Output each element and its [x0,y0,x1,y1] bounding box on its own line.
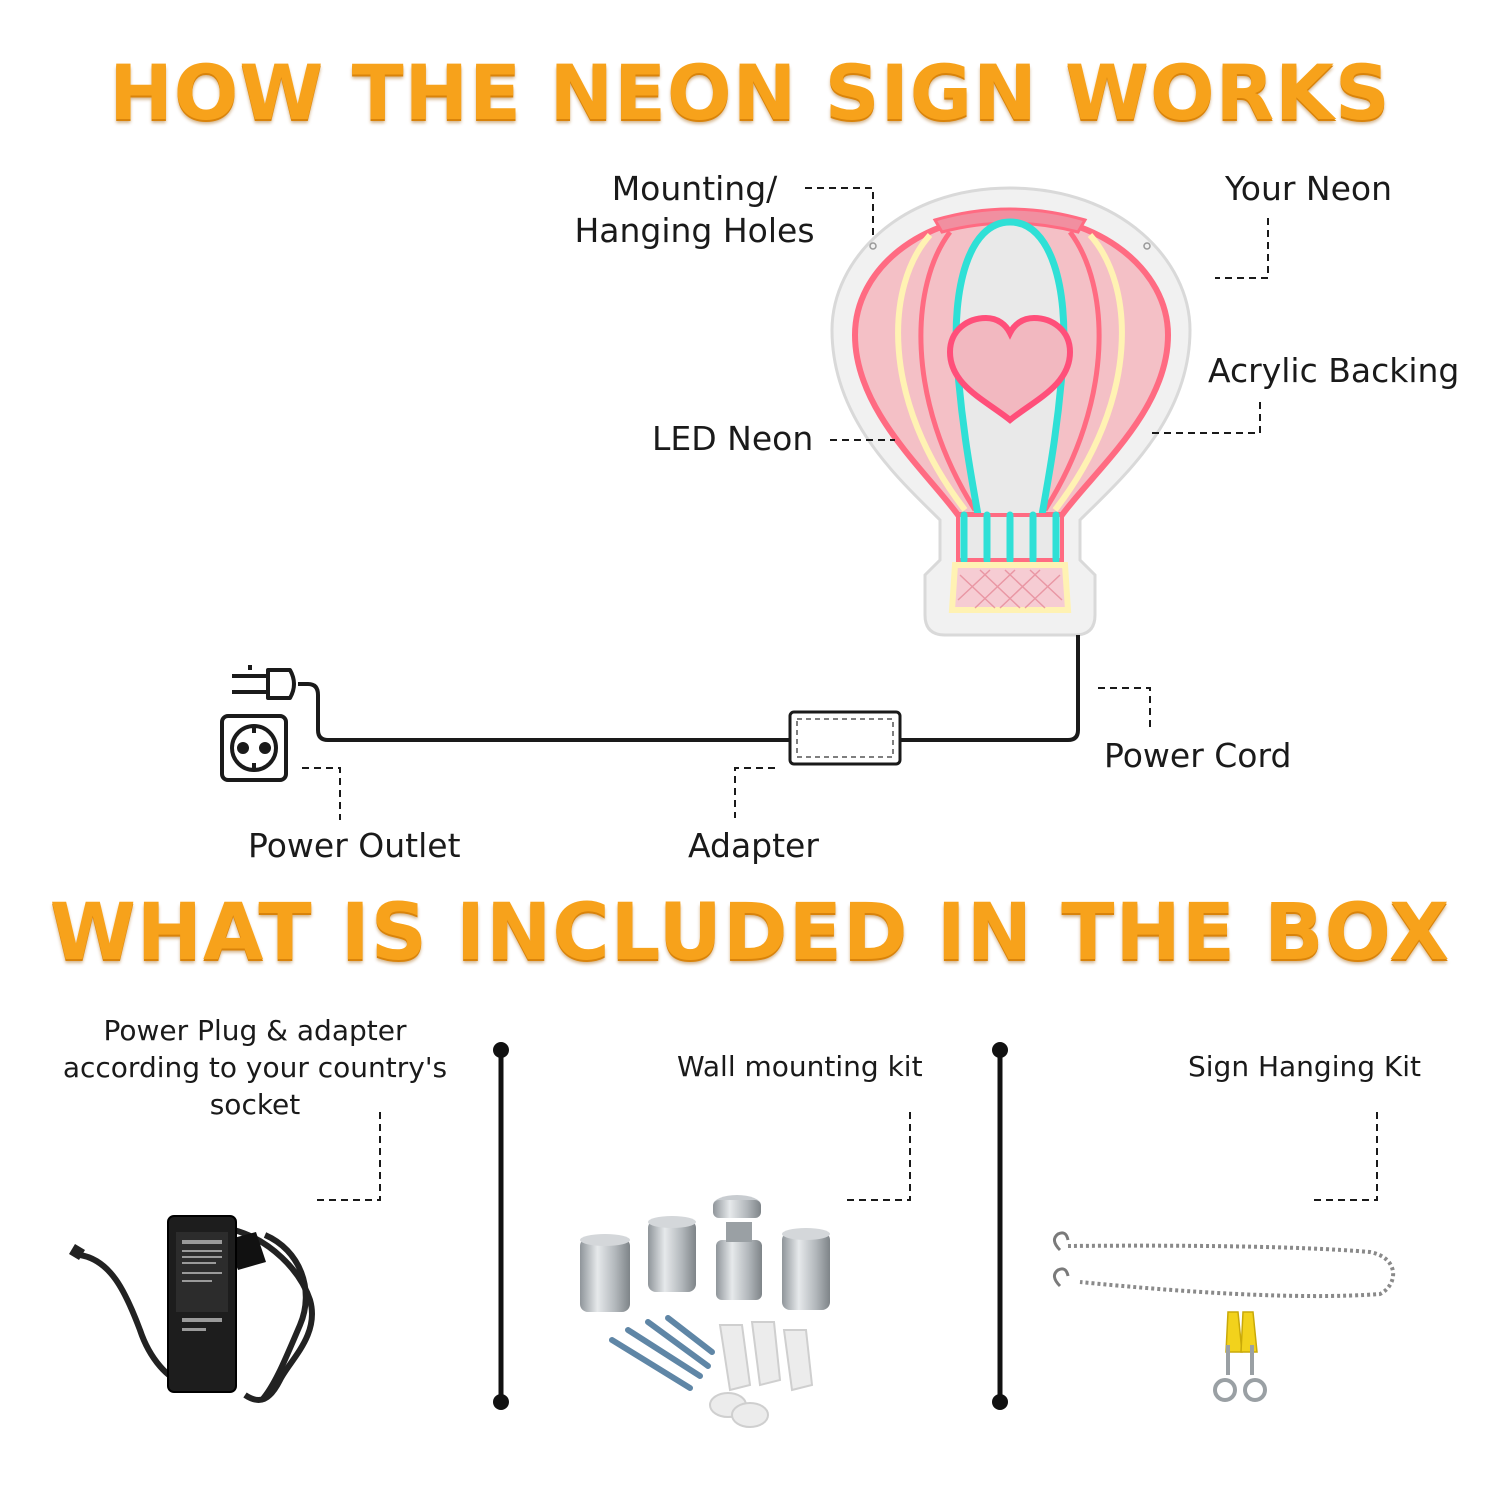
section-dividers [493,1042,1008,1410]
label-plug-line3: socket [209,1088,301,1121]
label-plug-line2: according to your country's [62,1051,448,1084]
label-led-neon: LED Neon [652,419,814,458]
hot-air-balloon-neon-icon [851,207,1172,613]
heart-icon [946,314,1074,424]
label-mounting-line1: Mounting/ [611,169,778,208]
plug-icon [232,665,296,700]
label-acrylic-backing: Acrylic Backing [1208,351,1460,390]
label-your-neon: Your Neon [1225,169,1393,208]
heading-how-it-works: HOW THE NEON SIGN WORKS [109,48,1391,137]
label-power-outlet: Power Outlet [248,826,461,865]
label-wall-mounting-kit: Wall mounting kit [677,1050,923,1083]
power-cord-line [298,635,1080,742]
label-plug-line1: Power Plug & adapter [103,1014,407,1047]
power-adapter-photo [69,1215,315,1403]
hanging-chain-photo [1053,1231,1396,1402]
standoff-screws-photo [580,1195,830,1428]
power-outlet-icon [220,714,288,782]
heading-in-the-box: WHAT IS INCLUDED IN THE BOX [49,888,1451,978]
label-power-plug-adapter: Power Plug & adapter according to your c… [40,1012,470,1123]
label-sign-hanging-kit: Sign Hanging Kit [1188,1050,1422,1083]
label-mounting-holes: Mounting/ Hanging Holes [572,168,817,252]
adapter-box-icon [788,710,902,766]
label-mounting-line2: Hanging Holes [574,211,815,250]
leader-lines-bottom [312,1112,1378,1201]
label-adapter: Adapter [688,826,819,865]
leader-lines-top [302,187,1269,820]
label-power-cord: Power Cord [1104,736,1292,775]
